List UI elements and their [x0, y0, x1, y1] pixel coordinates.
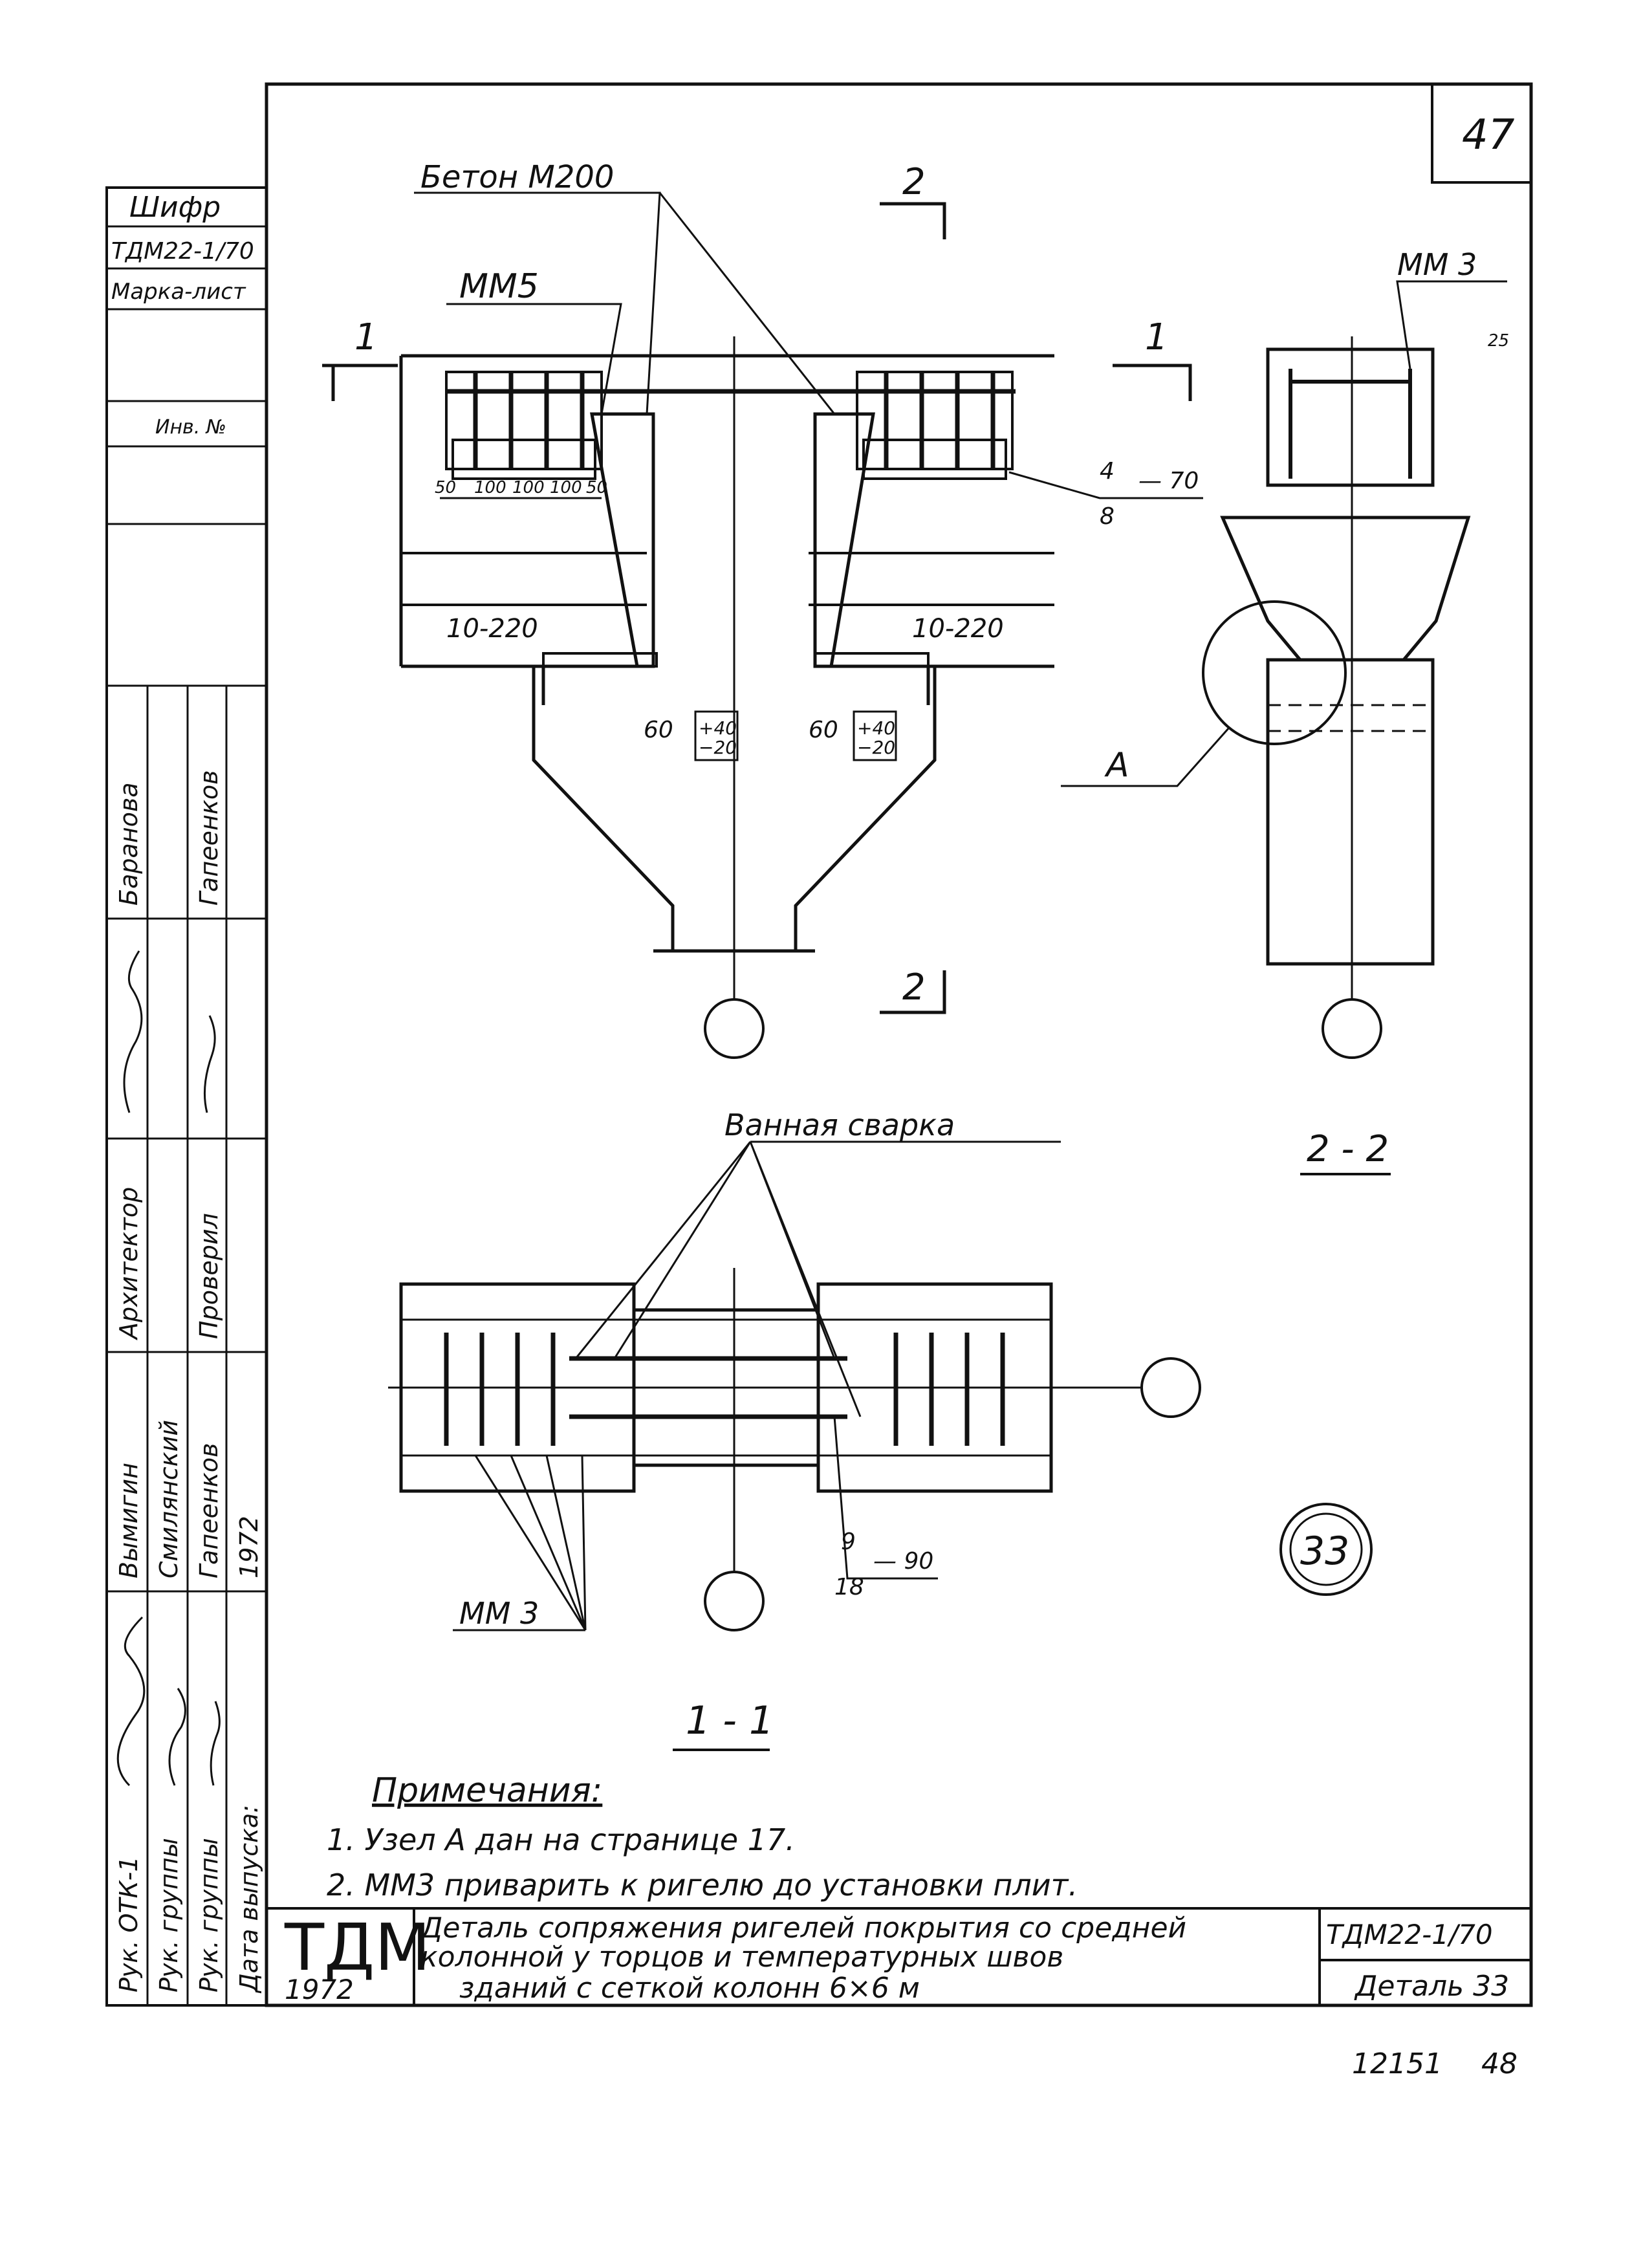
cut-mark-1b: 1 — [1145, 316, 1168, 358]
weld-frac-top-num: 4 — [1100, 458, 1115, 485]
title-org: ТДМ — [284, 1910, 431, 1985]
section-1-1 — [388, 1140, 1201, 1751]
next-page-number: 48 — [1481, 2047, 1518, 2080]
title-code: ТДМ22-1/70 — [1326, 1919, 1493, 1950]
page-number: 47 — [1462, 111, 1515, 159]
tol-right-bot: −20 — [857, 737, 895, 758]
node-circle — [1202, 600, 1347, 745]
section-2-2-title: 2 - 2 — [1307, 1128, 1389, 1170]
notes-title: Примечания: — [372, 1771, 602, 1810]
title-description-1: Деталь сопряжения ригелей покрытия со ср… — [419, 1912, 1186, 1945]
mark-sheet-label: Марка-лист — [111, 279, 246, 305]
sheet-frame — [105, 82, 1533, 2007]
axis-marker — [704, 1571, 765, 1631]
stamp-name-4: 1972 — [235, 1516, 263, 1578]
stamp-role-checked: Проверил — [195, 1213, 223, 1339]
label-mm5: ММ5 — [459, 267, 539, 306]
stamp-role-4: Дата выпуска: — [235, 1805, 263, 1994]
signature — [210, 1701, 221, 1786]
label-plate-right: 10-220 — [912, 614, 1004, 644]
signature — [123, 950, 143, 1113]
stamp-role-architect: Архитектор — [114, 1187, 143, 1341]
signature — [116, 1616, 146, 1787]
stamp-role-1: Рук. ОТК-1 — [114, 1856, 143, 1992]
label-concrete: Бетон М200 — [420, 159, 614, 195]
elevation-view — [322, 191, 1203, 1059]
axis-marker — [704, 998, 765, 1059]
stamp-name-2: Смилянский — [155, 1420, 183, 1578]
label-plate-left: 10-220 — [446, 614, 538, 644]
stamp-role-3: Рук. группы — [195, 1838, 223, 1992]
inv-label: Инв. № — [155, 416, 226, 439]
dim-mm5-5: 50 — [586, 478, 607, 497]
weld-frac-bot-len: — 90 — [873, 1548, 933, 1575]
note-1: 1. Узел А дан на странице 17. — [327, 1822, 795, 1857]
axis-marker — [1322, 998, 1382, 1059]
detail-number-badge — [1279, 1503, 1373, 1596]
stamp-role-2: Рук. группы — [155, 1838, 183, 1992]
tol-left-top: +40 — [699, 717, 737, 739]
stamp-name-1: Вымигин — [114, 1463, 143, 1578]
mm5-dimensions: 50 100 100 100 50 — [435, 478, 607, 497]
tol-right-top: +40 — [857, 717, 895, 739]
cut-mark-1: 1 — [354, 316, 378, 358]
signature — [203, 1015, 216, 1113]
section-2-2 — [1061, 280, 1507, 1175]
weld-frac-bot-den: 18 — [834, 1574, 864, 1600]
stamp-name-checked: Гапеенков — [195, 770, 223, 906]
note-2: 2. ММ3 приварить к ригелю до установки п… — [327, 1868, 1078, 1903]
code-value: ТДМ22-1/70 — [111, 238, 254, 265]
gap-left: 60 — [644, 717, 673, 743]
stamp-name-architect: Баранова — [114, 782, 143, 906]
weld-frac-top-den: 8 — [1100, 503, 1115, 530]
dim-25: 25 — [1488, 331, 1509, 351]
label-mm3-bottom: ММ 3 — [459, 1596, 539, 1631]
section-1-1-title: 1 - 1 — [686, 1698, 774, 1743]
archive-number: 12151 — [1352, 2047, 1442, 2080]
title-description-3: зданий с сеткой колонн 6×6 м — [459, 1972, 920, 2005]
stamp-name-3: Гапеенков — [195, 1443, 223, 1578]
cut-mark-2: 2 — [902, 161, 926, 203]
dim-mm5-4: 100 — [550, 478, 582, 497]
signature — [168, 1688, 186, 1786]
label-node: А — [1104, 746, 1129, 785]
cut-mark-2b: 2 — [902, 966, 926, 1009]
label-mm3-top: ММ 3 — [1397, 247, 1477, 282]
weld-frac-top-len: — 70 — [1138, 468, 1199, 494]
dim-mm5-1: 50 — [435, 478, 456, 497]
dim-mm5-2: 100 — [474, 478, 506, 497]
code-header: Шифр — [129, 191, 221, 224]
title-description-2: колонной у торцов и температурных швов — [420, 1941, 1063, 1974]
side-stamp: Рук. ОТК-1 Рук. группы Рук. группы Дата … — [114, 770, 263, 1994]
weld-frac-bot-num: 9 — [841, 1529, 856, 1555]
axis-marker — [1140, 1357, 1201, 1418]
detail-number: 33 — [1300, 1529, 1349, 1574]
title-detail: Деталь 33 — [1354, 1970, 1509, 2003]
dim-mm5-3: 100 — [512, 478, 545, 497]
label-weld: Ванная сварка — [724, 1107, 955, 1142]
gap-right: 60 — [809, 717, 838, 743]
title-year: 1972 — [285, 1974, 354, 2005]
tol-left-bot: −20 — [699, 737, 737, 758]
